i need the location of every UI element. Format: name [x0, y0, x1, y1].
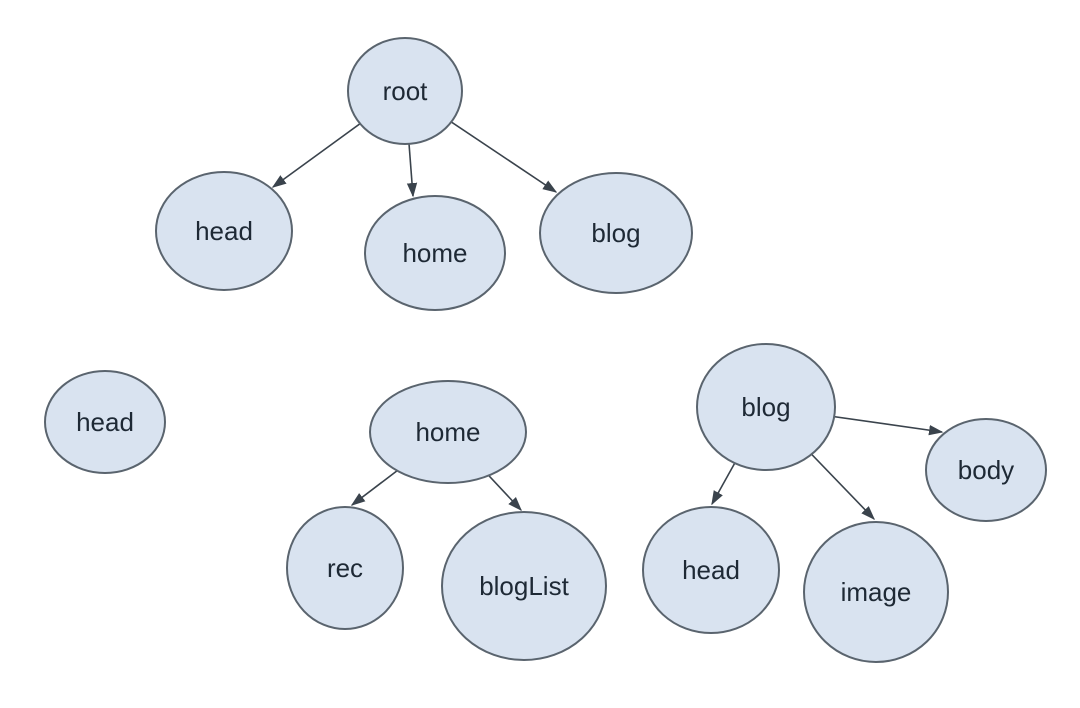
node-shape-home-2: [369, 380, 527, 484]
node-blog-1: blog: [539, 172, 693, 294]
node-head-2: head: [44, 370, 166, 474]
node-shape-head-2: [44, 370, 166, 474]
node-shape-blogList: [441, 511, 607, 661]
node-shape-image: [803, 521, 949, 663]
node-shape-blog-1: [539, 172, 693, 294]
node-home-1: home: [364, 195, 506, 311]
node-shape-root: [347, 37, 463, 145]
node-body: body: [925, 418, 1047, 522]
node-shape-blog-2: [696, 343, 836, 471]
node-shape-home-1: [364, 195, 506, 311]
edges-layer: [271, 90, 944, 521]
node-shape-body: [925, 418, 1047, 522]
node-shape-head-3: [642, 506, 780, 634]
node-blogList: blogList: [441, 511, 607, 661]
node-head-3: head: [642, 506, 780, 634]
node-image: image: [803, 521, 949, 663]
node-shape-rec: [286, 506, 404, 630]
node-blog-2: blog: [696, 343, 836, 471]
node-root: root: [347, 37, 463, 145]
node-shape-head-1: [155, 171, 293, 291]
node-rec: rec: [286, 506, 404, 630]
node-head-1: head: [155, 171, 293, 291]
node-home-2: home: [369, 380, 527, 484]
